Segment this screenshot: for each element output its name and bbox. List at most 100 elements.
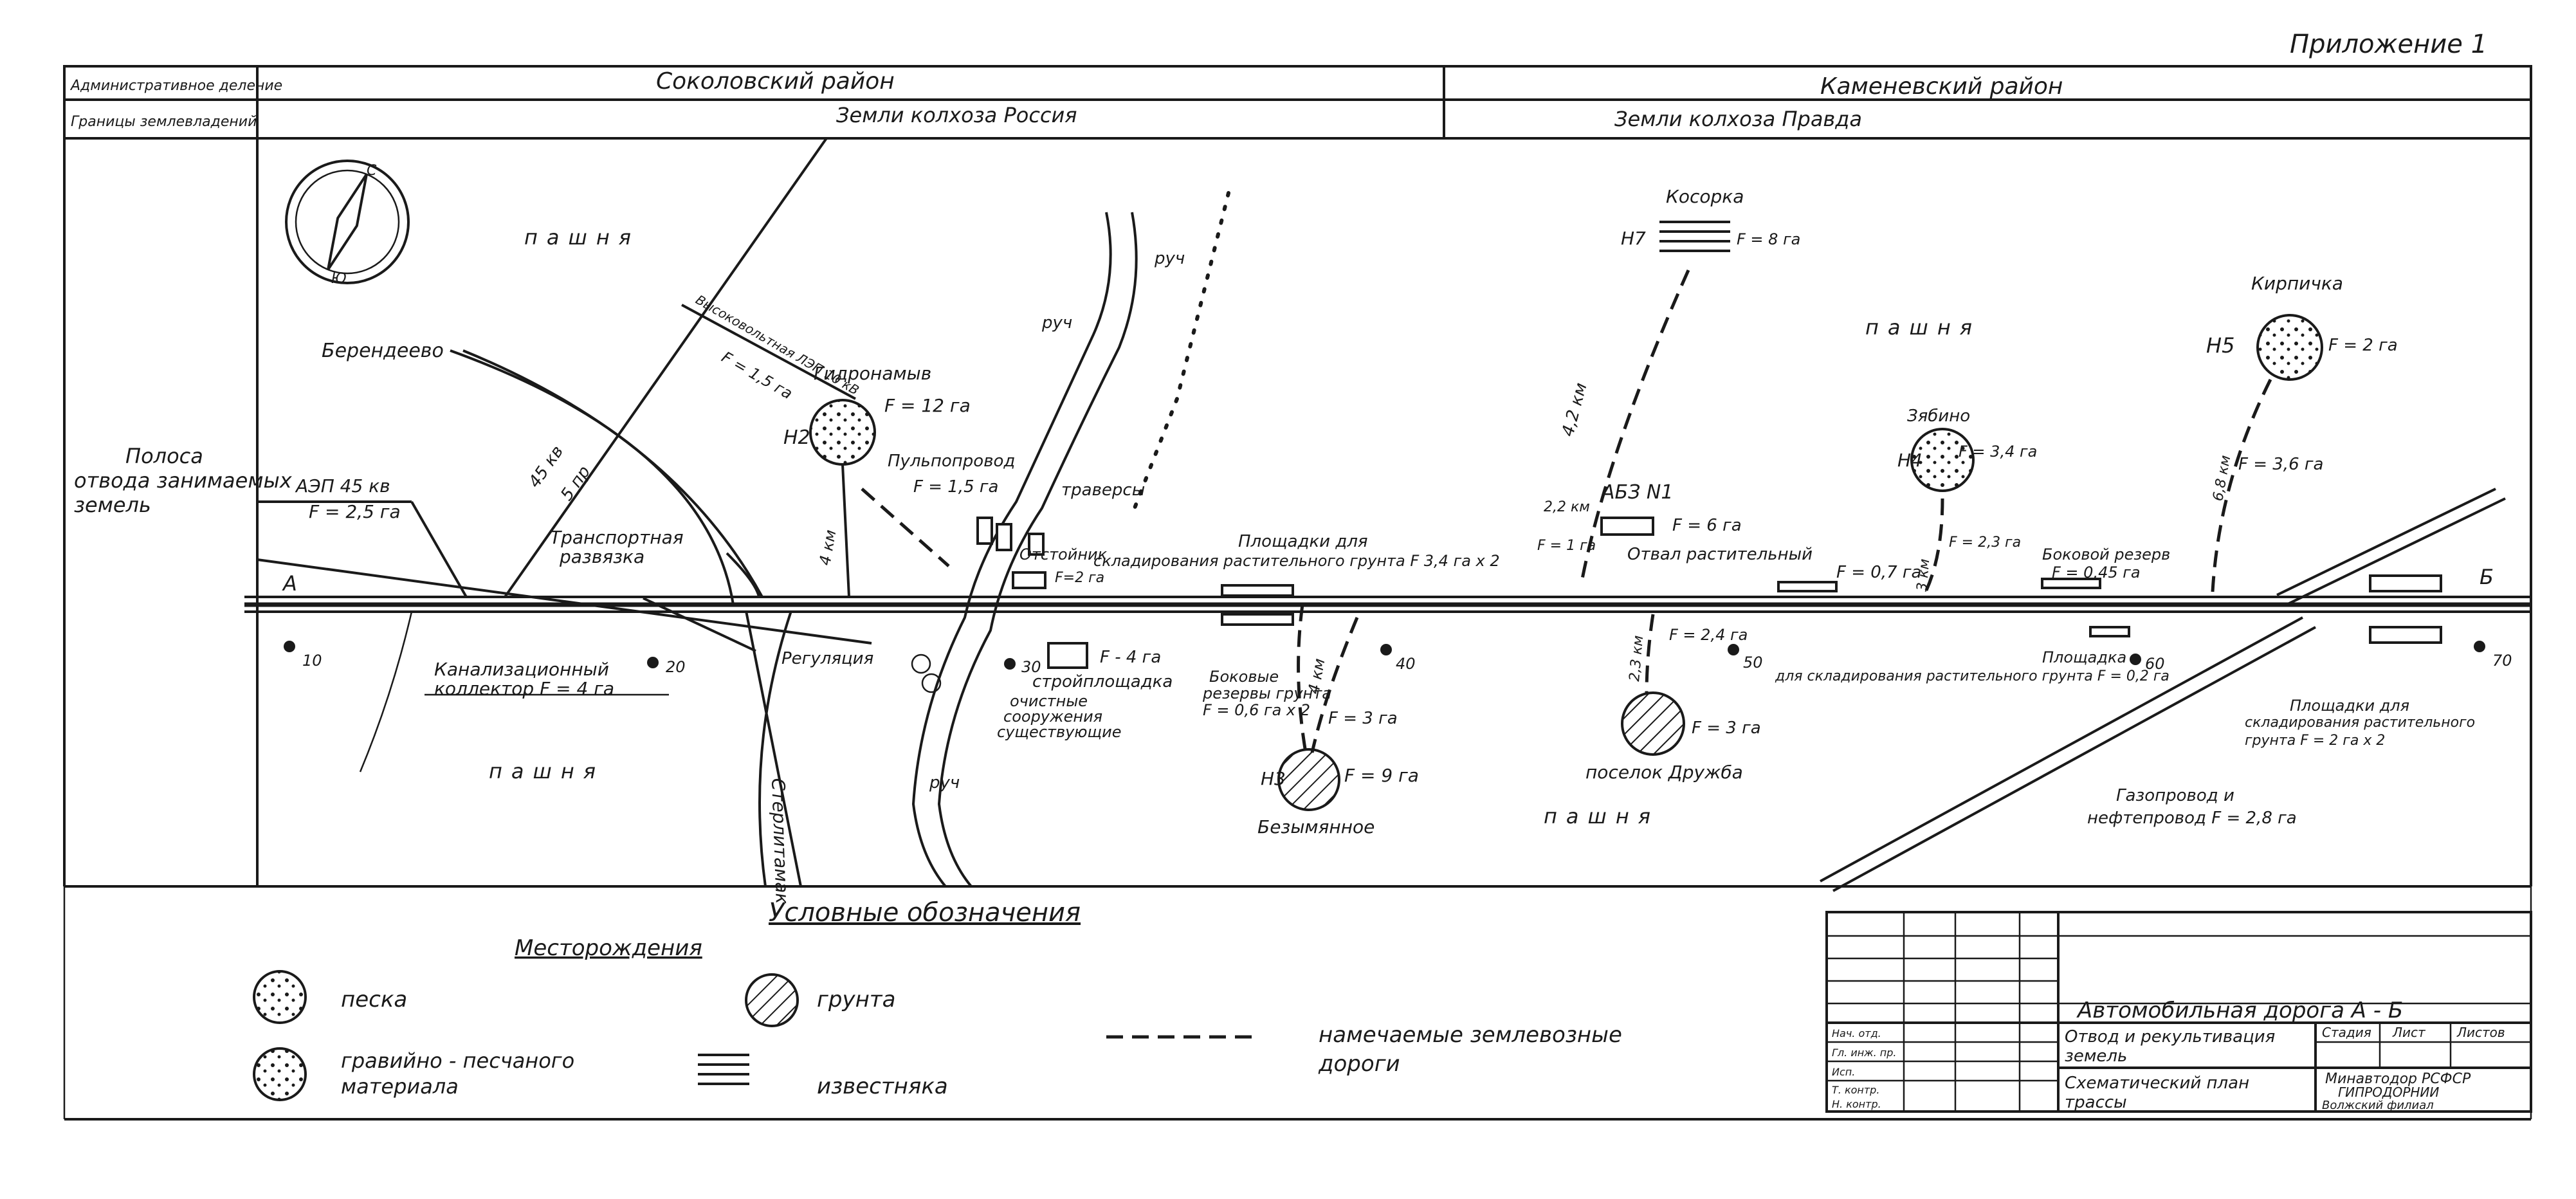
sterlitamak-label: Стерлитамак: [767, 778, 793, 904]
label-traversy: траверсы: [1061, 481, 1145, 500]
label-razvyazka-2: развязка: [559, 546, 644, 567]
lands-left: Земли колхоза Россия: [836, 103, 1077, 127]
chainage-markers: [284, 641, 2485, 693]
label-bokovoi: Боковой резерв: [2042, 545, 2170, 563]
label-berendeevo: Берендеево: [322, 340, 444, 362]
legend-limestone: известняка: [817, 1074, 948, 1099]
label-pashnya-4: пашня: [1865, 315, 1981, 340]
label-kirpichka: Кирпичка: [2251, 273, 2343, 294]
main-road: А Б: [244, 565, 2531, 613]
stamp-stage: Стадия: [2322, 1025, 2371, 1040]
label-pk-70: 70: [2492, 652, 2512, 670]
label-gazoprovod-1: Газопровод и: [2116, 786, 2234, 805]
stamp-section-2: земель: [2065, 1047, 2127, 1066]
stamp-role-5: Н. контр.: [1832, 1098, 1881, 1110]
label-pk-10: 10: [302, 652, 322, 670]
label-ruchei-1: руч: [1041, 313, 1072, 333]
deposit-n7: [1659, 219, 1730, 257]
label-kosorka: Косорка: [1666, 186, 1744, 207]
stamp-doc-2: трассы: [2065, 1093, 2127, 1112]
label-ochistnye-2: сооружения: [1003, 708, 1102, 726]
legend-gravel-1: гравийно - песчаного: [341, 1048, 574, 1073]
legend-gravel-2: материала: [341, 1074, 459, 1099]
label-ploshadki-1: Площадки для: [1238, 532, 1368, 551]
label-otval: Отвал растительный: [1627, 545, 1813, 564]
label-stroiploshadka: стройплощадка: [1032, 672, 1173, 691]
label-otstoi: Отстойник: [1019, 545, 1108, 563]
deposit-druzhba: [1621, 691, 1685, 756]
deposit-n3: [1277, 748, 1340, 811]
label-pk-30: 30: [1021, 658, 1041, 676]
label-n3-f: F = 9 га: [1344, 765, 1419, 786]
label-pashnya-1: пашня: [524, 225, 640, 250]
label-f-3ga: F = 3 га: [1328, 709, 1398, 728]
label-bezymyannoe: Безымянное: [1257, 816, 1375, 837]
stamp-role-3: Исп.: [1832, 1066, 1855, 1078]
deposit-n4: [1910, 428, 1975, 492]
label-gazoprovod-2: нефтепровод F = 2,8 га: [2087, 809, 2297, 828]
label-ploshadka-1: Площадка: [2042, 648, 2126, 666]
legend-title: Условные обозначения: [769, 898, 1081, 928]
label-n7: Н7: [1621, 228, 1646, 249]
point-b: Б: [2480, 565, 2494, 589]
gas-pipeline: [1820, 488, 2506, 892]
label-abz: АБЗ N1: [1600, 481, 1673, 504]
label-kanal-1: Канализационный: [434, 659, 609, 680]
deposit-n2: [809, 399, 876, 598]
label-rezervy-2: резервы грунта: [1202, 684, 1331, 702]
district-left: Соколовский район: [656, 68, 895, 95]
label-n7-f: F = 8 га: [1737, 230, 1800, 248]
label-ploshadki2-1: Площадки для: [2290, 697, 2409, 715]
label-zyabino: Зябино: [1907, 407, 1970, 426]
label-n4: Н4: [1897, 450, 1923, 471]
header-table: Административное деление Границы землевл…: [63, 65, 2532, 886]
sterlitamak-line: [745, 610, 802, 887]
legend-subtitle: Месторождения: [515, 935, 702, 961]
deposit-n5: [2256, 314, 2323, 381]
label-pulpoprovod-f: F = 1,5 га: [913, 477, 998, 497]
label-f-23: F = 2,3 га: [1949, 535, 2021, 551]
compass-south: Ю: [331, 271, 347, 287]
label-ruchei-2: руч: [1154, 249, 1185, 268]
appendix-label: Приложение 1: [2290, 30, 2487, 59]
title-block: Нач. отд. Гл. инж. пр. Исп. Т. контр. Н.…: [1825, 911, 2532, 1113]
stamp-org-2: ГИПРОДОРНИИ: [2338, 1085, 2439, 1100]
label-f-4ga: F - 4 га: [1100, 648, 1161, 667]
legend-roads-1: намечаемые землевозные: [1319, 1022, 1622, 1048]
label-pk-50: 50: [1743, 654, 1763, 672]
label-n2-f: F = 12 га: [884, 395, 971, 416]
legend-soil: грунта: [817, 987, 895, 1012]
label-ploshadka-2: для складирования растительного грунта F…: [1775, 668, 2170, 684]
label-n4-f: F = 3,4 га: [1959, 443, 2037, 461]
label-vl-5pr: 5 пр: [557, 462, 594, 504]
label-abz-f: F = 6 га: [1672, 516, 1742, 535]
admin-division-label: Административное деление: [69, 78, 282, 94]
legend-soil-icon: [745, 973, 799, 1027]
dotted-boundary: [1130, 191, 1230, 517]
label-kanal-2: коллектор F = 4 га: [434, 678, 614, 699]
railway-curve: [450, 349, 735, 605]
stamp-doc-1: Схематический план: [2065, 1074, 2249, 1093]
label-otstoi-f: F=2 га: [1055, 570, 1104, 586]
legend-sand: песка: [341, 987, 407, 1012]
stamp-org-3: Волжский филиал: [2322, 1099, 2434, 1112]
label-ploshadki2-3: грунта F = 2 га х 2: [2245, 733, 2385, 749]
legend-roads-2: дороги: [1318, 1051, 1400, 1077]
label-rezervy-1: Боковые: [1209, 668, 1279, 686]
stamp-role-1: Нач. отд.: [1832, 1027, 1881, 1039]
stamp-section-1: Отвод и рекультивация: [2065, 1027, 2275, 1047]
label-razvyazka-1: Транспортная: [550, 527, 684, 548]
label-otval-f: F = 0,7 га: [1836, 563, 1921, 582]
label-ruchei-3: руч: [929, 773, 960, 792]
label-pulpoprovod: Пульпопровод: [888, 452, 1015, 471]
label-rezervy-3: F = 0,6 га х 2: [1203, 701, 1310, 719]
map-labels: пашня пашня пашня пашня Берендеево 45 кв…: [295, 186, 2512, 837]
label-pk-20: 20: [666, 658, 686, 676]
stamp-role-4: Т. контр.: [1832, 1084, 1879, 1096]
legend-limestone-icon: [698, 1054, 749, 1085]
site-rectangles: [976, 517, 2442, 669]
label-aep-f: F = 2,5 га: [309, 501, 401, 522]
label-gidronamyv: Гидронамыв: [814, 363, 931, 384]
